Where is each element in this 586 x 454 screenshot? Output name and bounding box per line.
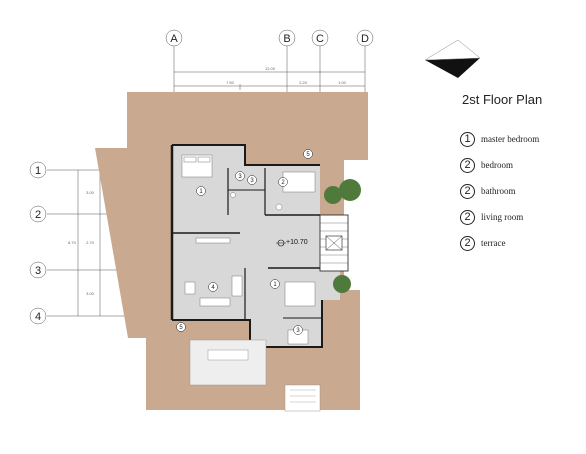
grid-label-1: 1 — [35, 165, 41, 177]
level-marker-icon — [276, 239, 286, 247]
legend-number: 2 — [460, 183, 475, 199]
legend-item: 2 terrace — [460, 234, 584, 252]
legend-label: bedroom — [481, 160, 513, 170]
grid-label-a: A — [170, 33, 178, 45]
grid-label-3: 3 — [35, 265, 41, 277]
room-badge-label: 5 — [306, 152, 310, 158]
grid-label-b: B — [283, 33, 290, 45]
legend-number: 2 — [460, 157, 475, 173]
dim-overall-width: 12.00 — [265, 66, 276, 71]
legend-label: master bedroom — [481, 134, 540, 144]
dim-seg-2: 2.20 — [299, 80, 308, 85]
room-badges — [176, 149, 313, 335]
room-badge-label: 5 — [179, 325, 183, 331]
bed-right-bottom — [284, 281, 316, 307]
bed-right-top — [282, 171, 316, 193]
grid-label-4: 4 — [35, 311, 41, 323]
room-badge-label: 3 — [296, 328, 300, 334]
dim-seg-1: 7.50 — [226, 80, 235, 85]
kitchen-counter — [195, 237, 231, 244]
room-badge-label: 3 — [250, 178, 254, 184]
dim-left-3: 3.00 — [86, 291, 95, 296]
dim-left-overall: 8.70 — [68, 240, 77, 245]
legend-number: 2 — [460, 235, 475, 251]
armchair — [184, 281, 196, 295]
legend-label: bathroom — [481, 186, 516, 196]
furniture — [181, 154, 316, 386]
grid-columns — [165, 29, 374, 95]
legend-label: terrace — [481, 238, 506, 248]
legend-label: living room — [481, 212, 524, 222]
sofa — [199, 297, 231, 307]
dim-seg-3: 1.00 — [338, 80, 347, 85]
level-label: +10.70 — [286, 239, 308, 246]
pergola — [189, 339, 267, 386]
room-badge-label: 2 — [281, 180, 285, 186]
legend-item: 2 bedroom — [460, 156, 584, 174]
legend-item: 2 living room — [460, 208, 584, 226]
tree-icon — [324, 179, 361, 293]
dim-left-2: 2.70 — [86, 240, 95, 245]
room-badge-label: 1 — [199, 189, 203, 195]
legend-number: 1 — [460, 131, 475, 147]
grid-label-2: 2 — [35, 209, 41, 221]
room-badge-label: 1 — [273, 282, 277, 288]
north-arrow-icon — [424, 39, 481, 78]
legend-item: 2 bathroom — [460, 182, 584, 200]
grid-label-c: C — [316, 33, 324, 45]
grid-label-d: D — [361, 33, 369, 45]
legend-number: 2 — [460, 209, 475, 225]
legend-item: 1 master bedroom — [460, 130, 584, 148]
plan-title: 2st Floor Plan — [462, 92, 543, 107]
room-badge-label: 3 — [238, 174, 242, 180]
legend: 1 master bedroom 2 bedroom 2 bathroom 2 … — [460, 130, 584, 260]
room-badge-label: 4 — [211, 285, 215, 291]
grid-rows — [29, 161, 130, 325]
armchair-2 — [231, 275, 243, 297]
dim-left-1: 3.00 — [86, 190, 95, 195]
